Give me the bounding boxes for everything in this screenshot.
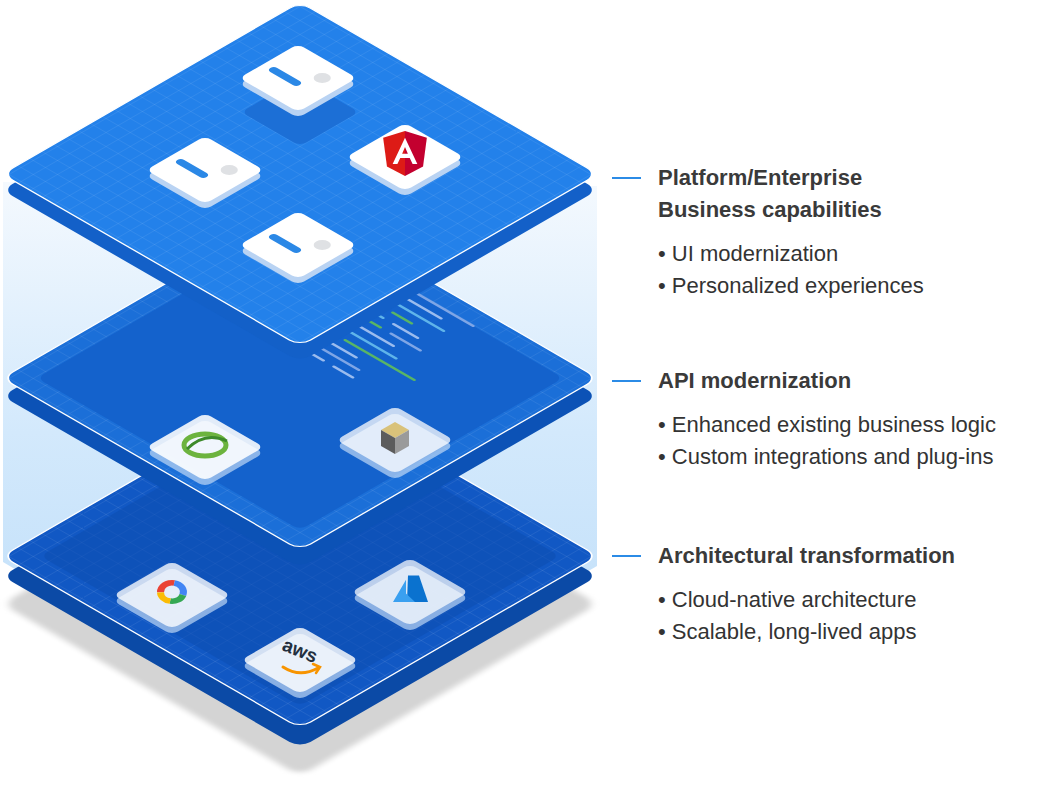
layer-description: Platform/Enterprise Business capabilitie… — [658, 162, 924, 302]
azure-tile-face — [351, 558, 469, 626]
light-column — [3, 182, 597, 738]
platform-plate-top — [2, 2, 598, 346]
app-dot — [217, 163, 241, 177]
layer-description: API modernization • Enhanced existing bus… — [658, 365, 996, 473]
grid-overlay — [2, 2, 598, 346]
cube-left — [381, 430, 395, 454]
gcp-tile-face — [113, 561, 231, 629]
layer-heading: API modernization — [658, 365, 996, 397]
aws-tile — [241, 626, 359, 694]
aws-smile — [283, 667, 318, 673]
logo-ring — [184, 434, 226, 456]
app-tile-face — [146, 136, 264, 204]
code-line — [349, 332, 396, 359]
app-bar — [174, 158, 210, 179]
azure-logo — [393, 576, 428, 602]
app-dot — [310, 71, 334, 85]
app-tile-face — [239, 211, 357, 279]
app-tile — [239, 211, 357, 279]
angular-logo — [383, 131, 427, 176]
app-tile-face — [239, 44, 357, 112]
cube-tile — [336, 406, 454, 474]
logo-arc — [157, 592, 171, 604]
code-line — [391, 334, 420, 351]
logo-swoosh — [187, 437, 227, 449]
cube-right — [395, 430, 409, 454]
angular-tile — [346, 123, 464, 191]
azure-shape — [393, 580, 415, 602]
api-plate — [2, 206, 598, 550]
app-tile — [239, 44, 357, 112]
app-tile — [146, 136, 264, 204]
cube-tile-face — [336, 406, 454, 474]
bullet-item: • Custom integrations and plug-ins — [658, 441, 996, 473]
cube-logo — [381, 422, 409, 454]
api-plate-top — [2, 206, 598, 550]
app-dot — [310, 238, 334, 252]
code-line — [345, 340, 414, 380]
platform-plate — [2, 2, 598, 346]
logo-arc — [157, 580, 175, 592]
logo-arc — [170, 594, 187, 604]
framework-logo — [184, 434, 227, 456]
framework-tile-face — [146, 413, 264, 481]
aws-tile-face — [241, 626, 359, 694]
grid-overlay — [2, 206, 598, 550]
bullet-item: • Scalable, long-lived apps — [658, 616, 955, 648]
layer-description: Architectural transformation • Cloud-nati… — [658, 540, 955, 648]
framework-tile — [146, 413, 264, 481]
layer-heading: Architectural transformation — [658, 540, 955, 572]
azure-tile — [351, 558, 469, 626]
logo-text: aws — [279, 634, 321, 668]
leader-line — [612, 555, 641, 557]
bullet-item: • Cloud-native architecture — [658, 584, 955, 616]
app-bar — [267, 233, 303, 254]
leader-line — [612, 380, 641, 382]
gcp-logo — [157, 580, 187, 604]
bullet-item: • Enhanced existing business logic — [658, 409, 996, 441]
shield-letter — [393, 138, 418, 164]
gcp-tile — [113, 561, 231, 629]
bullet-item: • UI modernization — [658, 238, 924, 270]
code-line — [393, 313, 412, 324]
code-line — [334, 367, 353, 378]
layer-heading: Platform/Enterprise Business capabilitie… — [658, 162, 908, 226]
leader-line — [612, 177, 641, 179]
bullet-item: • Personalized experiences — [658, 270, 924, 302]
logo-arc — [174, 580, 187, 596]
aws-arrow — [313, 664, 320, 673]
angular-tile-face — [346, 123, 464, 191]
app-bar — [267, 66, 303, 87]
